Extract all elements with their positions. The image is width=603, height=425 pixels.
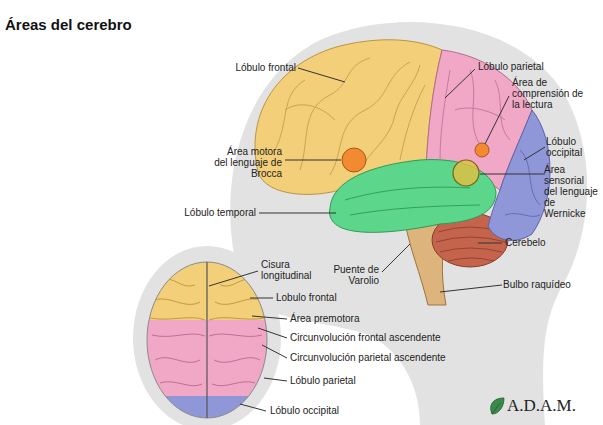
wernicke-area: [453, 160, 479, 186]
brain-top-view: [140, 255, 280, 425]
part-label: Circunvolución frontal ascendente: [290, 332, 490, 343]
gyri-lines: [275, 58, 425, 175]
gyri-lines: [345, 187, 480, 215]
part-label: Lóbulo temporal: [146, 207, 256, 218]
part-label: Lóbulo occipital: [270, 405, 390, 416]
part-label: Lóbulo occipital: [546, 136, 598, 158]
leader-lines: [209, 68, 545, 411]
part-label: Cisura longitudinal: [261, 259, 331, 281]
logo-leaf: [491, 398, 504, 414]
diagram-title: Áreas del cerebro: [5, 16, 132, 33]
part-label: Área premotora: [290, 313, 410, 324]
part-label: Circunvolución parietal ascendente: [290, 352, 490, 363]
part-label: Bulbo raquídeo: [503, 279, 598, 290]
watermark: A.D.A.M.: [507, 397, 576, 415]
gyri-lines: [440, 70, 510, 160]
head-top-view: [133, 246, 281, 425]
reading-area: [475, 143, 489, 157]
gyri-lines: [505, 150, 540, 216]
part-label: Lóbulo parietal: [478, 61, 578, 72]
midline: [206, 262, 207, 418]
part-label: Cerebelo: [505, 237, 585, 248]
part-label: Lóbulo parietal: [290, 375, 410, 386]
part-label: Puente de Varolio: [315, 264, 379, 286]
part-label: Área de comprensión de la lectura: [512, 77, 592, 110]
part-label: Lóbulo frontal: [196, 62, 296, 73]
broca-area: [342, 148, 366, 172]
part-label: Área motora del lenguaje de Brocca: [214, 146, 282, 179]
occipital-lobe: [488, 110, 550, 240]
part-label: Lobulo frontal: [276, 292, 396, 303]
part-label: Área sensorial del lenguaje de Wernicke: [544, 164, 598, 219]
